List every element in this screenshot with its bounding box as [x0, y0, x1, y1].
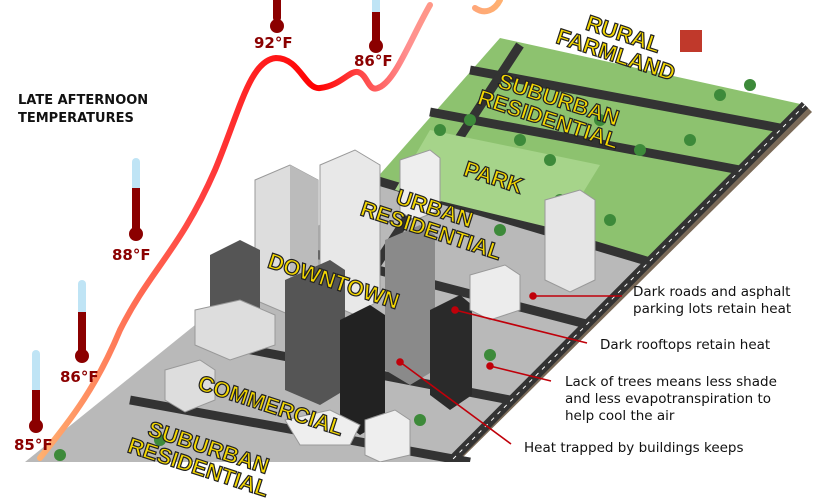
temperature-curve	[37, 0, 503, 461]
heat-island-illustration	[25, 0, 812, 462]
note-line: help cool the air	[565, 408, 675, 424]
chart-heading: LATE AFTERNOON TEMPERATURES	[18, 92, 148, 128]
temp-label-park: 86°F	[354, 52, 393, 70]
note-dark-rooftops: Dark rooftops retain heat	[600, 337, 771, 353]
note-lack-of-trees: Lack of trees means less shade and less …	[565, 374, 777, 425]
note-line: Lack of trees means less shade	[565, 374, 777, 390]
leader-lines	[396, 292, 622, 445]
heading-line-2: TEMPERATURES	[18, 111, 134, 126]
note-line: and less evapotranspiration to	[565, 391, 772, 407]
note-heat-trapped: Heat trapped by buildings keeps	[524, 440, 744, 456]
note-dark-roads: Dark roads and asphalt parking lots reta…	[633, 284, 791, 318]
temp-label-urban-residential: 92°F	[254, 34, 293, 52]
buildings	[164, 149, 596, 462]
thermometer-icons	[29, 0, 383, 433]
note-line: Dark roads and asphalt	[633, 284, 791, 300]
temp-label-downtown: 88°F	[112, 246, 151, 264]
temp-label-suburban: 85°F	[14, 436, 53, 454]
temp-label-commercial: 86°F	[60, 368, 99, 386]
heading-line-1: LATE AFTERNOON	[18, 93, 149, 108]
barn	[680, 30, 702, 52]
note-line: parking lots retain heat	[633, 301, 792, 317]
